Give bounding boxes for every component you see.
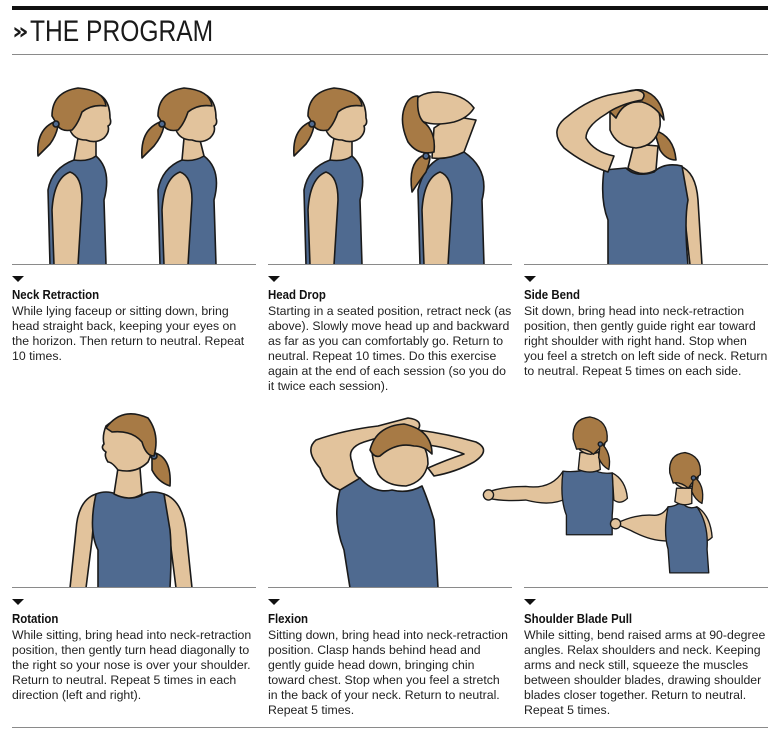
figure-icon <box>310 417 485 588</box>
triangle-pointer-icon <box>12 276 24 282</box>
figure-icon <box>37 87 218 265</box>
exercise-description: While lying faceup or sitting down, brin… <box>12 304 245 363</box>
illustration-baseline <box>524 587 768 588</box>
illustration-baseline <box>524 264 768 265</box>
exercise-description: Sitting down, bring head into neck-retra… <box>268 628 508 717</box>
exercise-description: While sitting, bring head into neck-retr… <box>12 628 252 702</box>
triangle-pointer-icon <box>268 276 280 282</box>
page-title: THE PROGRAM <box>29 15 213 48</box>
exercise-card-rotation: Rotation While sitting, bring head into … <box>12 390 256 720</box>
header-divider <box>12 54 768 55</box>
triangle-pointer-icon <box>524 599 536 605</box>
exercise-description: Sit down, bring head into neck-retractio… <box>524 304 768 378</box>
triangle-pointer-icon <box>268 599 280 605</box>
triangle-pointer-icon <box>12 599 24 605</box>
illustration-baseline <box>268 587 512 588</box>
exercise-title: Shoulder Blade Pull <box>524 611 633 626</box>
double-chevron-icon: » <box>12 18 29 46</box>
figure-icon <box>482 416 713 574</box>
exercise-title: Neck Retraction <box>12 287 100 302</box>
illustration-side-bend <box>524 60 768 265</box>
header-top-rule <box>12 6 768 10</box>
exercise-description: While sitting, bend raised arms at 90-de… <box>524 628 766 717</box>
exercise-title: Rotation <box>12 611 59 626</box>
illustration-baseline <box>12 587 256 588</box>
illustration-flexion <box>268 390 512 588</box>
exercise-card-shoulder-blade-pull: Shoulder Blade Pull While sitting, bend … <box>482 390 768 720</box>
illustration-shoulder-blade-pull <box>482 390 768 588</box>
footer-divider <box>12 727 768 728</box>
illustration-baseline <box>268 264 512 265</box>
exercise-card-flexion: Flexion Sitting down, bring head into ne… <box>268 390 512 720</box>
illustration-baseline <box>12 264 256 265</box>
illustration-head-drop <box>268 60 512 265</box>
figure-icon <box>69 412 193 588</box>
exercise-card-side-bend: Side Bend Sit down, bring head into neck… <box>524 60 768 390</box>
illustration-neck-retraction <box>12 60 256 265</box>
exercise-title: Flexion <box>268 611 309 626</box>
exercise-card-neck-retraction: Neck Retraction While lying faceup or si… <box>12 60 256 390</box>
figure-icon <box>556 89 703 265</box>
exercise-title: Side Bend <box>524 287 580 302</box>
triangle-pointer-icon <box>524 276 536 282</box>
page-header: » THE PROGRAM <box>12 14 253 50</box>
illustration-rotation <box>12 390 256 588</box>
figure-icon <box>293 87 485 265</box>
exercise-title: Head Drop <box>268 287 326 302</box>
exercise-card-head-drop: Head Drop Starting in a seated position,… <box>268 60 512 393</box>
exercise-description: Starting in a seated position, retract n… <box>268 304 512 393</box>
